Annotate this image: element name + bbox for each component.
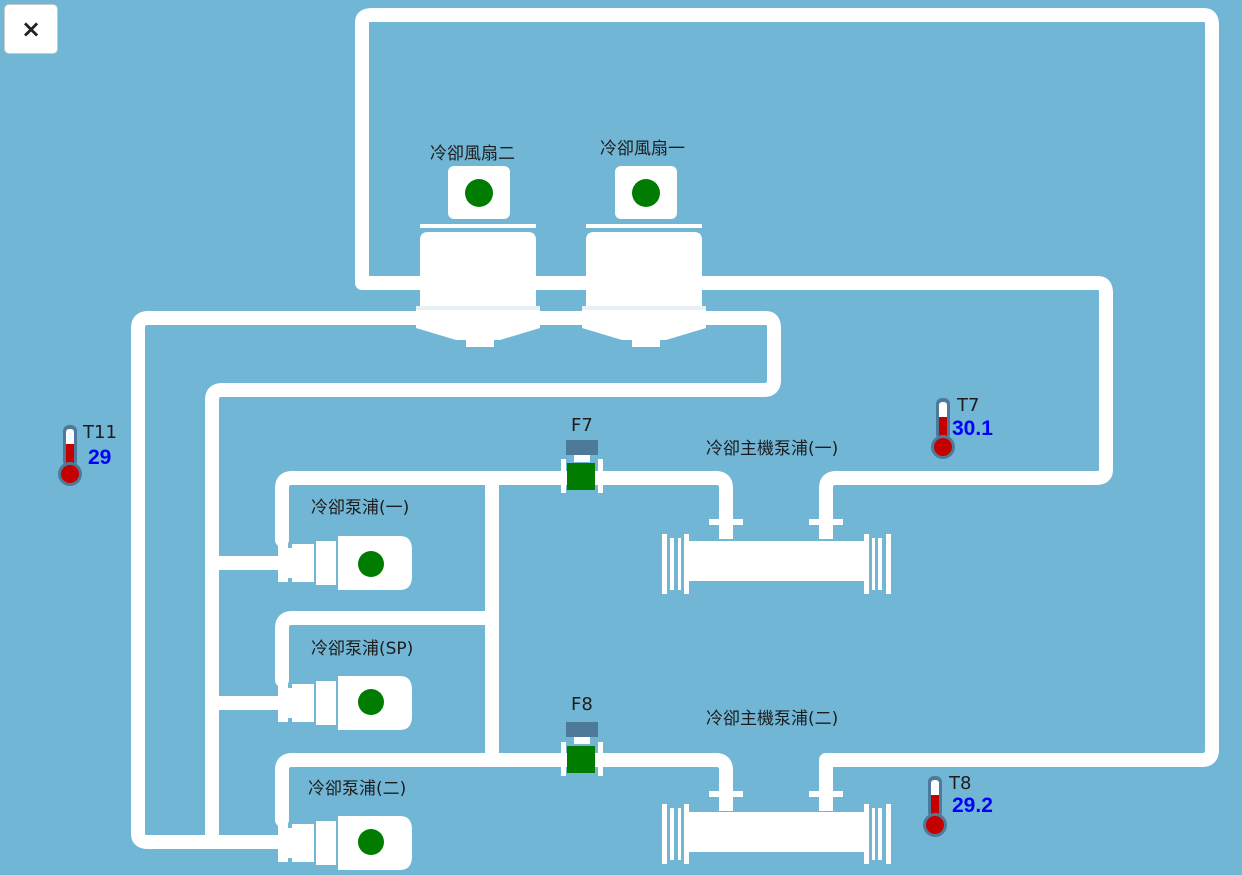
chiller-unit-1 xyxy=(662,519,891,594)
cooling-tower-2 xyxy=(416,166,540,347)
chiller1-label: 冷卻主機泵浦(一) xyxy=(706,439,839,459)
temp-t7-value: 30.1 xyxy=(952,417,993,440)
temp-t8-tag: T8 xyxy=(949,773,972,794)
close-button[interactable]: × xyxy=(4,4,58,54)
fan2-status-indicator xyxy=(465,179,493,207)
temp-t7-tag: T7 xyxy=(957,395,980,416)
cooling-tower-1 xyxy=(582,166,706,347)
pipe-header-mid xyxy=(275,611,499,687)
pipe-header-top xyxy=(275,471,733,547)
pumpsp-status-indicator xyxy=(358,689,384,715)
flow-meter-f8[interactable] xyxy=(561,722,603,776)
thermometer-t8-icon xyxy=(923,776,947,837)
pipe-fan-to-chiller1 xyxy=(693,276,1113,527)
cooling-pump-2 xyxy=(278,816,412,870)
fan2-label: 冷卻風扇二 xyxy=(430,144,515,164)
flow-meter-f7-tag: F7 xyxy=(571,415,593,436)
chiller-unit-2 xyxy=(662,791,891,864)
cooling-pump-1 xyxy=(278,536,412,590)
pump2-label: 冷卻泵浦(二) xyxy=(308,779,407,799)
thermometer-t11-icon xyxy=(58,425,82,486)
chiller2-label: 冷卻主機泵浦(二) xyxy=(706,709,839,729)
pump1-label: 冷卻泵浦(一) xyxy=(311,498,410,518)
flow-meter-f8-tag: F8 xyxy=(571,694,593,715)
temp-t11-tag: T11 xyxy=(83,422,117,443)
cooling-pump-sp xyxy=(278,676,412,730)
temp-t11-value: 29 xyxy=(88,446,112,469)
pipe-header-bottom xyxy=(275,753,733,827)
pump1-status-indicator xyxy=(358,551,384,577)
pumpsp-label: 冷卻泵浦(SP) xyxy=(311,639,414,659)
temp-t8-value: 29.2 xyxy=(952,794,993,817)
pump2-status-indicator xyxy=(358,829,384,855)
pipe-return-loop xyxy=(354,8,1219,797)
close-icon: × xyxy=(20,15,42,43)
pipe-outer-supply xyxy=(131,311,433,849)
thermometer-t7-icon xyxy=(931,398,955,459)
pipe-inner-supply xyxy=(205,311,781,841)
fan1-status-indicator xyxy=(632,179,660,207)
flow-meter-f7[interactable] xyxy=(561,440,603,493)
fan1-label: 冷卻風扇一 xyxy=(600,139,685,159)
pipe-network xyxy=(131,8,1219,849)
